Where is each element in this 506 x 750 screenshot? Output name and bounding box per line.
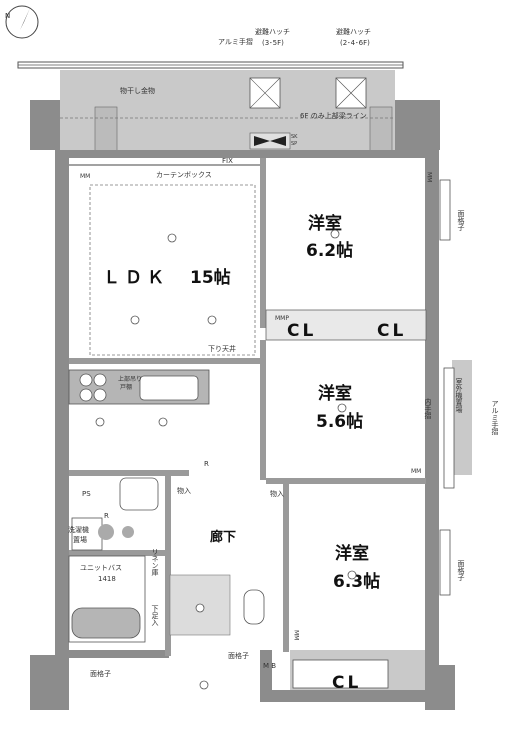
ceiling-light-icon xyxy=(158,417,168,427)
storage2-label: 物入 xyxy=(270,489,284,498)
handrail-right: アルミ手摺 xyxy=(491,400,499,436)
hatch-246-floors: (2･4･6F) xyxy=(340,39,370,47)
corridor-label: 廊下 xyxy=(210,529,236,545)
hatch-35-label: 避難ハッチ xyxy=(255,27,290,36)
ldk-label: ＬＤＫ xyxy=(103,268,169,288)
mm-label-1: MM xyxy=(80,173,90,180)
ceiling-light-icon xyxy=(199,680,209,690)
ceiling-light-icon xyxy=(167,233,177,243)
closet-2: CL xyxy=(377,321,406,341)
western3-label: 洋室 xyxy=(335,543,369,564)
mb-label: M B xyxy=(263,662,276,670)
ceiling-lights xyxy=(95,229,357,690)
mm-label-3: MM xyxy=(293,630,300,640)
western2-size: 5.6帖 xyxy=(316,411,363,432)
western2-label: 洋室 xyxy=(318,383,352,404)
linen-label: リネン庫 xyxy=(151,548,159,577)
western1-size: 6.2帖 xyxy=(306,240,353,261)
storage1-label: 物入 xyxy=(177,486,191,495)
inner-handrail-label: 内手摺 xyxy=(424,397,432,420)
north-arrow-icon xyxy=(20,8,30,30)
washer-label: 洗濯機 xyxy=(68,525,89,534)
ldk-size: 15帖 xyxy=(190,267,231,288)
ceiling-light-icon xyxy=(195,603,205,613)
cabinet-label-2: 戸棚 xyxy=(120,383,132,391)
handrail-top-label: アルミ手摺 xyxy=(218,37,253,46)
compass: N xyxy=(5,5,39,39)
ceiling-light-icon xyxy=(95,417,105,427)
drying-rack-label: 物干し金物 xyxy=(120,86,155,95)
mm-label-2: MM xyxy=(411,468,421,475)
r-label-1: R xyxy=(204,460,209,468)
curtain-box-label: カーテンボックス xyxy=(156,171,212,179)
closet-1: CL xyxy=(287,321,316,341)
interior-partitions xyxy=(69,158,427,690)
hatch-35-floors: (3･5F) xyxy=(262,39,284,47)
washer-label-2: 置場 xyxy=(73,535,87,544)
sk-sub-label: SP xyxy=(291,141,297,147)
kitchen-counter xyxy=(68,369,210,405)
right-exterior xyxy=(439,179,472,596)
hatch-246-label: 避難ハッチ xyxy=(336,27,371,36)
outer-walls xyxy=(30,100,455,710)
western1-label: 洋室 xyxy=(308,213,342,234)
cabinet-label: 上部吊り xyxy=(118,375,142,383)
mmp-label: MMP xyxy=(275,315,289,322)
ceiling-light-icon xyxy=(207,315,217,325)
fix-label: FIX xyxy=(222,157,233,165)
r-label-2: R xyxy=(104,512,109,520)
ceiling-light-icon xyxy=(330,229,340,239)
lattice-right-top: 面格子 xyxy=(457,210,465,231)
ceiling-light-icon xyxy=(337,403,347,413)
unit-bath-size: 1418 xyxy=(98,575,116,583)
mm-label-4: MM xyxy=(426,172,433,182)
shoe-label: 下足入 xyxy=(151,605,159,626)
lowered-ceiling-outline xyxy=(89,184,256,356)
balcony-top xyxy=(17,61,404,158)
lattice-right-bottom: 面格子 xyxy=(457,560,465,581)
closet-3: CL xyxy=(332,673,361,693)
lattice-bottom-mid: 面格子 xyxy=(228,651,249,660)
unit-bath-label: ユニットバス xyxy=(80,564,122,572)
ceiling-light-icon xyxy=(130,315,140,325)
lowered-ceiling-label: 下り天井 xyxy=(208,344,236,353)
ps-label: PS xyxy=(82,490,91,498)
western3-size: 6.3帖 xyxy=(333,571,380,592)
sk-label: SK xyxy=(291,134,298,140)
ceiling-light-icon xyxy=(347,570,357,580)
lattice-bottom-left: 面格子 xyxy=(90,669,111,678)
beam-line-label: 6F のみ上部梁ライン xyxy=(300,111,367,120)
outdoor-unit-label: 室外機置場 xyxy=(455,377,463,414)
compass-label: N xyxy=(5,12,10,20)
